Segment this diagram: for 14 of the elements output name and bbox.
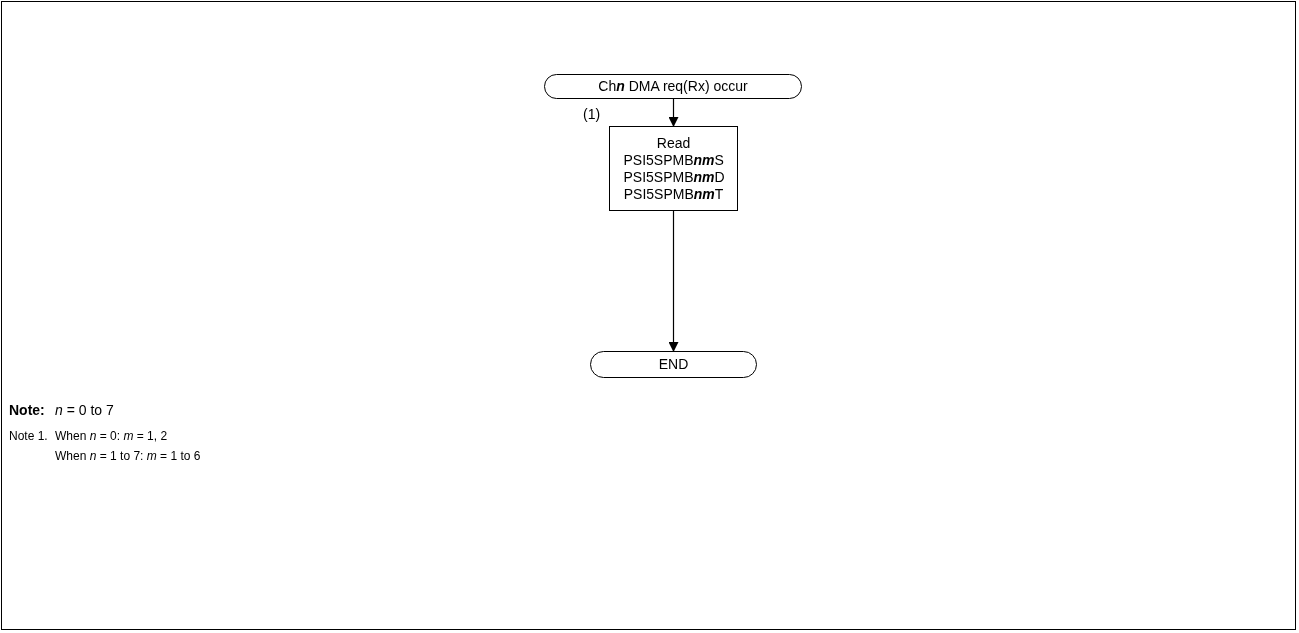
- note-heading: Note 1.: [9, 429, 48, 443]
- node-text: Chn DMA req(Rx) occur: [598, 78, 748, 95]
- note-text: When n = 1 to 7: m = 1 to 6: [55, 449, 201, 463]
- note-heading: Note:: [9, 402, 45, 418]
- note-text: When n = 0: m = 1, 2: [55, 429, 168, 443]
- arrow: [668, 210, 679, 352]
- terminal-shape: [590, 351, 757, 378]
- process-box: [609, 126, 738, 211]
- arrow: [668, 98, 679, 127]
- terminal-shape: [544, 74, 802, 99]
- step-number: (1): [583, 106, 601, 122]
- node-text: Read PSI5SPMBnmS PSI5SPMBnmD PSI5SPMBnmT: [623, 134, 724, 203]
- note-text: n = 0 to 7: [55, 402, 114, 418]
- node-text: END: [658, 356, 689, 373]
